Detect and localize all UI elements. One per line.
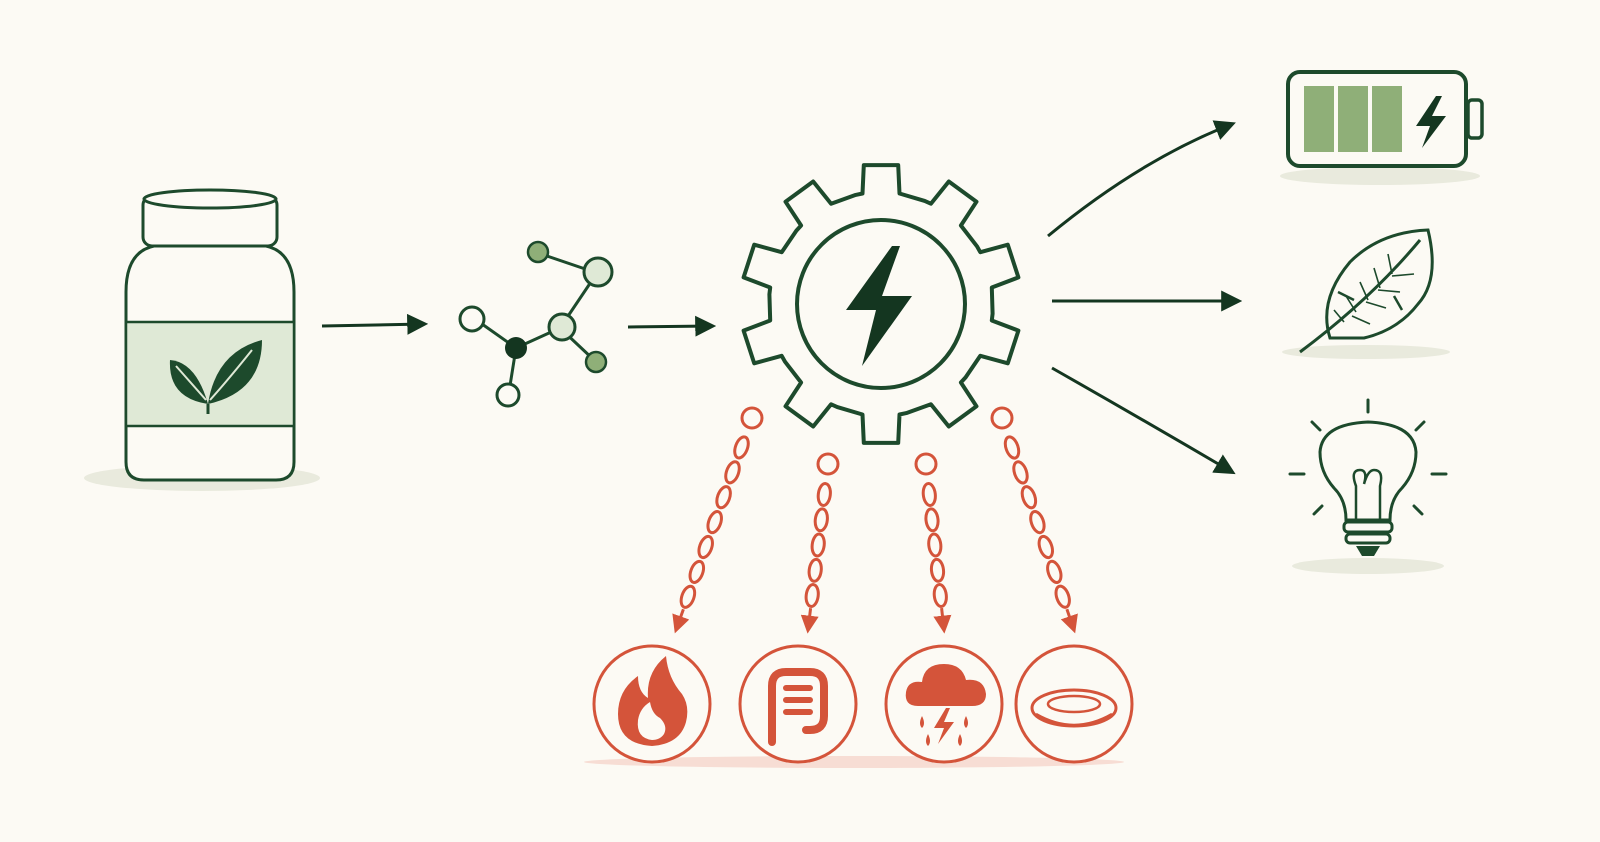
chain-link xyxy=(816,482,832,507)
lightbulb-tip xyxy=(1356,546,1380,556)
flame-icon xyxy=(592,644,712,764)
feather-shaft xyxy=(1299,239,1422,354)
intestine-icon xyxy=(738,644,858,764)
leaf-icon xyxy=(169,340,262,414)
chain-arrow xyxy=(800,608,819,634)
chain-link xyxy=(810,532,826,558)
feather-barbs xyxy=(1333,253,1415,325)
atom-top-right xyxy=(582,256,614,288)
supplement-bottle-leaf-icon xyxy=(84,188,320,491)
chain-anchor-ring xyxy=(990,406,1014,430)
chain-link xyxy=(1003,435,1021,460)
chain-anchor-ring xyxy=(740,406,764,430)
lightbulb-base-1 xyxy=(1342,520,1394,534)
intestine-coils xyxy=(783,685,813,715)
atom-center xyxy=(505,337,527,359)
atom-top xyxy=(526,240,550,264)
storm-cloud-icon xyxy=(884,644,1004,764)
chain-arrow xyxy=(1060,608,1078,634)
atom-bottom xyxy=(495,382,521,408)
chain-link xyxy=(807,557,823,583)
chain-anchor-ring xyxy=(914,452,938,476)
battery-charging-icon xyxy=(1280,70,1484,185)
chain-link xyxy=(679,584,697,609)
lightbulb-filament xyxy=(1352,468,1383,520)
chain-link xyxy=(813,507,829,533)
chain-link xyxy=(1029,510,1046,535)
feather-icon xyxy=(1282,228,1450,359)
lightbulb-base-2 xyxy=(1344,532,1392,545)
leaf-vein-left xyxy=(175,365,207,401)
intestine-circle xyxy=(738,644,858,764)
arrow-gear-to-lightbulb xyxy=(1051,366,1236,475)
atom-left xyxy=(458,305,486,333)
leaf-vein xyxy=(209,349,253,401)
storm-raindrops xyxy=(920,716,968,746)
flame-core xyxy=(637,702,666,740)
arrow-bottle-to-molecule xyxy=(321,313,429,335)
empty-plate-icon xyxy=(1014,644,1134,764)
flame-shape xyxy=(618,656,688,746)
battery-cell-1 xyxy=(1304,86,1334,152)
chain-link xyxy=(688,559,706,584)
storm-cloud-shape xyxy=(905,664,986,706)
battery-cell-3 xyxy=(1372,86,1402,152)
chain-arrow xyxy=(933,607,952,634)
chain-link xyxy=(724,460,741,485)
chain-link xyxy=(1054,584,1071,609)
chain-link xyxy=(1012,460,1029,485)
battery-lightning xyxy=(1416,96,1446,148)
chain-to-intestine xyxy=(800,452,840,634)
battery-cell-2 xyxy=(1338,86,1368,152)
chain-to-plate xyxy=(990,406,1078,634)
arrow-molecule-to-gear xyxy=(627,315,717,337)
atom-right-middle xyxy=(547,312,577,342)
lightbulb-icon xyxy=(1288,398,1448,574)
chain-link xyxy=(1037,534,1054,560)
chain-link xyxy=(927,532,943,558)
chain-link xyxy=(733,435,750,460)
bottle-cap-top xyxy=(142,188,278,210)
lightning-bolt xyxy=(846,246,912,366)
chain-link xyxy=(921,482,937,507)
lightbulb-glass xyxy=(1318,420,1418,522)
chain-link xyxy=(924,507,940,533)
plate-well xyxy=(1046,694,1102,714)
chain-link xyxy=(706,510,723,535)
side-effect-chains xyxy=(672,406,1078,634)
molecule-icon xyxy=(458,240,614,408)
chain-to-flame xyxy=(672,406,764,634)
chain-link xyxy=(929,557,946,583)
chain-link xyxy=(932,583,948,608)
plate-base xyxy=(1035,712,1113,727)
storm-lightning xyxy=(934,708,954,744)
battery-shadow xyxy=(1280,167,1480,185)
gear-lightning-icon xyxy=(741,163,1021,445)
lightbulb-shadow xyxy=(1292,558,1444,574)
battery-terminal xyxy=(1466,98,1484,140)
chain-link xyxy=(1046,559,1063,584)
side-effect-icons xyxy=(584,644,1134,768)
molecule-bonds xyxy=(481,252,599,393)
chain-link xyxy=(715,485,732,510)
lightbulb-rays xyxy=(1288,398,1448,516)
atom-bottom-right xyxy=(584,350,608,374)
chain-anchor-ring xyxy=(816,452,840,476)
feather-shadow xyxy=(1282,345,1450,359)
chain-arrow xyxy=(672,608,690,634)
bottle-label xyxy=(124,320,296,428)
chain-link xyxy=(1020,485,1038,510)
arrow-gear-to-battery xyxy=(1047,120,1236,238)
feather-notch-2 xyxy=(1392,295,1404,311)
chain-link xyxy=(804,583,820,608)
side-effect-shadow xyxy=(584,756,1124,768)
chain-link xyxy=(697,534,714,560)
intestine-shape xyxy=(768,668,828,746)
chain-to-storm xyxy=(914,452,952,634)
